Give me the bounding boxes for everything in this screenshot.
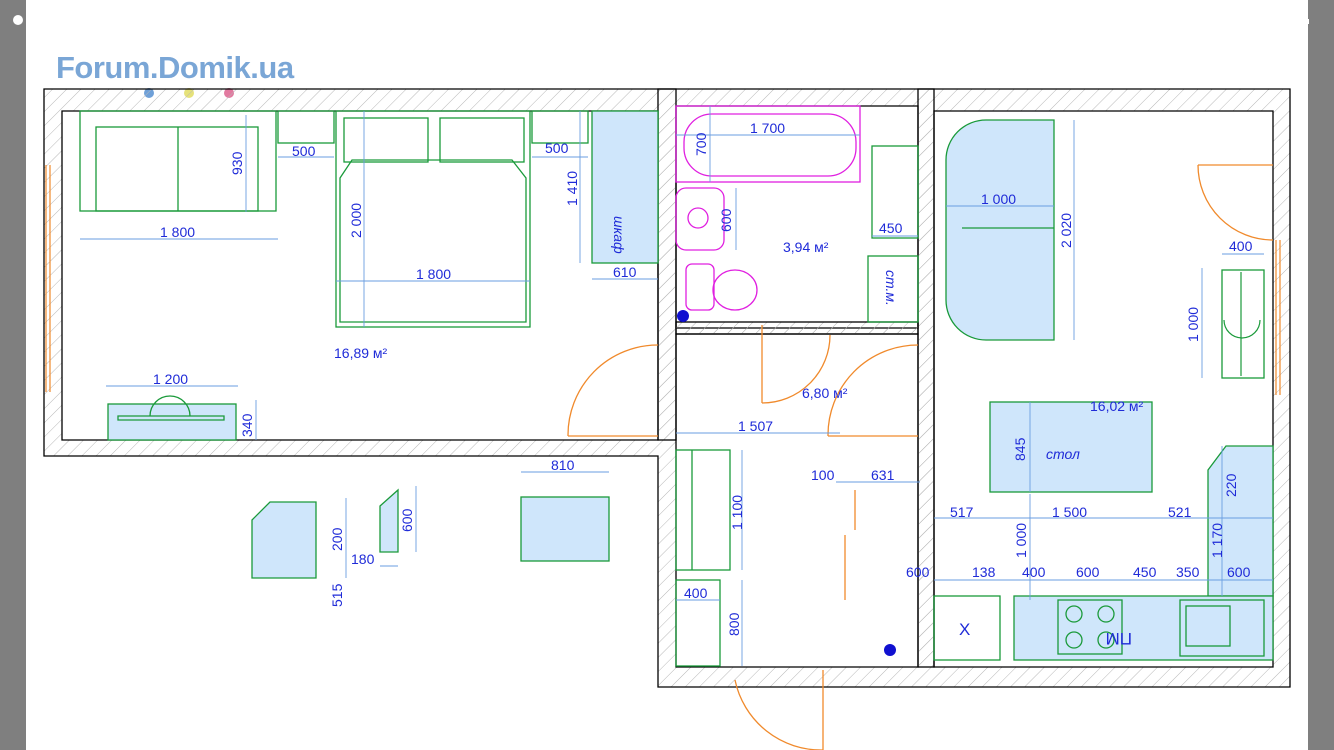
- fridge: [933, 595, 1001, 661]
- floor-plan: 1 800 930 500 2 000 1 800 500 1 410 шкаф…: [43, 88, 1291, 750]
- dim-bed-length: 2 000: [348, 203, 364, 238]
- dim-loose-810: 810: [551, 457, 575, 473]
- area-kitchen: 16,02 м²: [1090, 398, 1144, 414]
- windows: [45, 165, 1281, 395]
- riser-hall: [884, 644, 896, 656]
- walls: [43, 88, 1291, 688]
- dim-table-depth: 845: [1012, 437, 1028, 461]
- dim-tv-depth: 340: [239, 413, 255, 437]
- kitchen-sofa: [945, 119, 1055, 341]
- shelf: [871, 145, 919, 239]
- dim-sofa-width: 1 800: [160, 224, 195, 240]
- nightstand-left: [277, 110, 335, 144]
- dim-k-600-mid: 600: [1076, 564, 1100, 580]
- label-washer: ст.м.: [883, 270, 899, 306]
- dim-loose-200: 200: [329, 527, 345, 551]
- dim-loose-600: 600: [399, 508, 415, 532]
- dim-k-600-right: 600: [1227, 564, 1251, 580]
- dim-kitchen-tv-length: 1 000: [1185, 307, 1201, 342]
- dim-sink-depth: 600: [718, 208, 734, 232]
- forum-logo[interactable]: Forum.Domik.ua: [56, 50, 294, 85]
- dim-bath-width: 700: [693, 132, 709, 156]
- hob: [1057, 599, 1123, 655]
- dim-k-400: 400: [1022, 564, 1046, 580]
- kitchen-furniture: [933, 119, 1274, 661]
- double-bed: [335, 110, 531, 328]
- dim-counter-corner: 220: [1223, 473, 1239, 497]
- label-wardrobe: шкаф: [611, 216, 627, 254]
- label-table: стол: [1046, 446, 1080, 462]
- dim-counter-height: 1 170: [1209, 523, 1225, 558]
- dim-table-right-gap: 521: [1168, 504, 1192, 520]
- dim-table-kitchen-gap: 1 000: [1013, 523, 1029, 558]
- dim-hall-400: 400: [684, 585, 708, 601]
- dim-nightstand-left: 500: [292, 143, 316, 159]
- label-fridge: Х: [959, 620, 970, 639]
- dim-hall-631: 631: [871, 467, 895, 483]
- plan-page: Forum.Domik.ua: [26, 0, 1308, 750]
- status-dot: [13, 15, 23, 25]
- label-dishwasher: ПМ: [1106, 629, 1132, 648]
- dim-sofa-depth: 930: [229, 151, 245, 175]
- bedroom-furniture: [79, 110, 659, 441]
- dim-table-left-gap: 517: [950, 504, 974, 520]
- dim-bed-width: 1 800: [416, 266, 451, 282]
- dim-tv-width: 1 200: [153, 371, 188, 387]
- dim-k-350: 350: [1176, 564, 1200, 580]
- dim-loose-515: 515: [329, 583, 345, 607]
- dimension-lines: [80, 106, 1273, 666]
- washer-box: [867, 255, 919, 323]
- dim-kitchen-sofa-width: 1 000: [981, 191, 1016, 207]
- area-hall: 6,80 м²: [802, 385, 848, 401]
- doors: [567, 164, 1274, 750]
- hall-furniture: [675, 449, 731, 667]
- dim-k-138: 138: [972, 564, 996, 580]
- dim-wardrobe-height: 1 410: [564, 171, 580, 206]
- dim-k-600-left: 600: [906, 564, 930, 580]
- dim-kitchen-sofa-length: 2 020: [1058, 213, 1074, 248]
- dim-nightstand-right: 500: [545, 140, 569, 156]
- sink: [1179, 599, 1265, 657]
- tv-stand: [107, 403, 237, 441]
- dining-table: [989, 401, 1153, 493]
- wardrobe: [591, 110, 659, 264]
- dim-washer-width: 450: [879, 220, 903, 236]
- dim-hall-100: 100: [811, 467, 835, 483]
- area-bedroom: 16,89 м²: [334, 345, 388, 361]
- dim-kitchen-tv-width: 400: [1229, 238, 1253, 254]
- bathroom-fixtures: [675, 105, 861, 311]
- dimension-labels: 1 800 930 500 2 000 1 800 500 1 410 шкаф…: [153, 120, 1253, 648]
- dim-k-450: 450: [1133, 564, 1157, 580]
- dim-hall-800: 800: [726, 612, 742, 636]
- dim-table-width: 1 500: [1052, 504, 1087, 520]
- dim-hall-cabinet: 1 100: [729, 495, 745, 530]
- dim-hall-width: 1 507: [738, 418, 773, 434]
- riser-bathroom: [677, 310, 689, 322]
- nightstand-right: [531, 110, 589, 144]
- dim-loose-180: 180: [351, 551, 375, 567]
- dim-wardrobe-width: 610: [613, 264, 637, 280]
- area-bathroom: 3,94 м²: [783, 239, 829, 255]
- loose-furniture: [251, 488, 610, 579]
- dim-bath-length: 1 700: [750, 120, 785, 136]
